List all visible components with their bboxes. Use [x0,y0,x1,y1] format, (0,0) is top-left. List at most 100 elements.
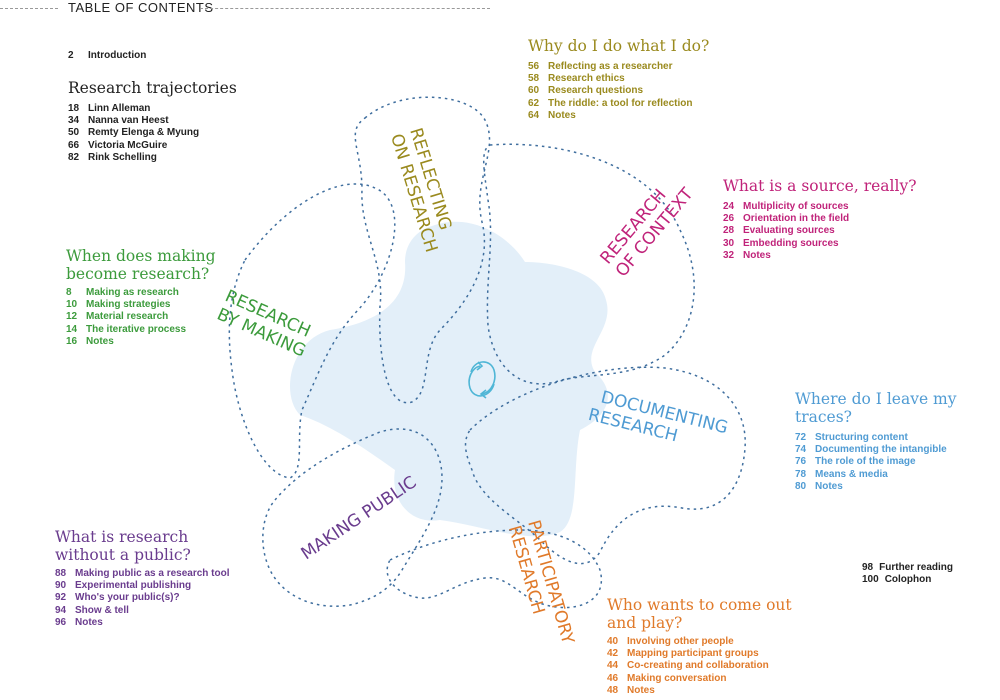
toc-entry-title: Making conversation [627,672,727,684]
toc-entry-page: 94 [55,604,67,616]
toc-entry-page: 62 [528,97,540,109]
toc-entry-page: 96 [55,616,67,628]
toc-entry-title: Notes [86,335,114,347]
toc-entry-title: Involving other people [627,636,734,647]
toc-entry-title: Who's your public(s)? [75,592,180,604]
toc-entry-title: Victoria McGuire [88,139,168,151]
toc-entry-page: 12 [66,311,78,323]
toc-entry[interactable]: 46 Making conversation [607,673,792,685]
toc-entry-title: Embedding sources [743,237,839,249]
toc-entry-page: 8 [66,287,72,298]
toc-entry-page: 10 [66,299,78,311]
toc-entry-title: The riddle: a tool for reflection [548,97,693,109]
toc-entry-title: Notes [548,109,576,121]
toc-entry[interactable]: 32 Notes [723,250,917,262]
toc-entry-title: Linn Alleman [88,103,151,114]
toc-entry-title: Notes [627,684,655,696]
toc-entry-page: 26 [723,213,735,225]
toc-entry-title: Making strategies [86,299,171,311]
toc-entry-page: 82 [68,151,80,163]
toc-header: TABLE OF CONTENTS [0,0,490,20]
toc-entry-title: The role of the image [815,456,916,468]
toc-entry[interactable]: 48 Notes [607,685,792,697]
toc-entry-title: Experimental publishing [75,580,192,592]
toc-entry-page: 42 [607,648,619,660]
toc-entry-title: Orientation in the field [743,213,850,225]
toc-entry-title: Further reading [879,562,954,573]
section-heading: What is a source, really? [723,177,917,195]
toc-entry-page: 44 [607,660,619,672]
toc-entry[interactable]: 66 Victoria McGuire [68,140,237,152]
section-heading: Research trajectories [68,79,237,97]
toc-entry-title: Reflecting as a researcher [548,61,673,72]
toc-entry[interactable]: 76 The role of the image [795,456,1000,468]
toc-entry-page: 32 [723,249,735,261]
toc-entry-title: Colophon [884,574,932,586]
toc-entry-page: 78 [795,468,807,480]
toc-entry[interactable]: 26 Orientation in the field [723,213,917,225]
toc-entry-page: 76 [795,456,807,468]
toc-entry[interactable]: 62 The riddle: a tool for reflection [528,98,709,110]
toc-entry-page: 98 [862,562,874,573]
outline-documenting [464,366,746,565]
toc-entry-title: Notes [743,249,771,261]
zone-label-context: RESEARCH OF CONTEXT [597,171,698,281]
header-rule-left [0,8,58,9]
toc-entry-page: 88 [55,568,67,579]
toc-entry[interactable]: 82 Rink Schelling [68,152,237,164]
toc-entry-page: 14 [66,323,78,335]
toc-entry-title: Rink Schelling [88,151,157,163]
toc-entry-title: Making public as a research tool [75,568,230,579]
zone-label-public: MAKING PUBLIC [298,472,421,564]
toc-entry-title: Making as research [86,287,179,298]
outline-participatory [386,529,603,609]
toc-entry-title: Documenting the intangible [815,444,947,456]
toc-entry-page: 80 [795,480,807,492]
outline-making [228,183,396,479]
toc-entry-page: 48 [607,684,619,696]
toc-entry-page: 34 [68,115,80,127]
toc-entry-page: 46 [607,672,619,684]
toc-entry[interactable]: 8 Making as research [66,287,216,299]
toc-entry[interactable]: 10 Making strategies [66,299,216,311]
toc-entry-page: 66 [68,139,80,151]
toc-entry-title: Research ethics [548,73,625,85]
toc-entry[interactable]: 98 Further reading [862,562,953,574]
toc-entry-page: 24 [723,201,735,212]
toc-entry[interactable]: 88 Making public as a research tool [55,568,230,580]
